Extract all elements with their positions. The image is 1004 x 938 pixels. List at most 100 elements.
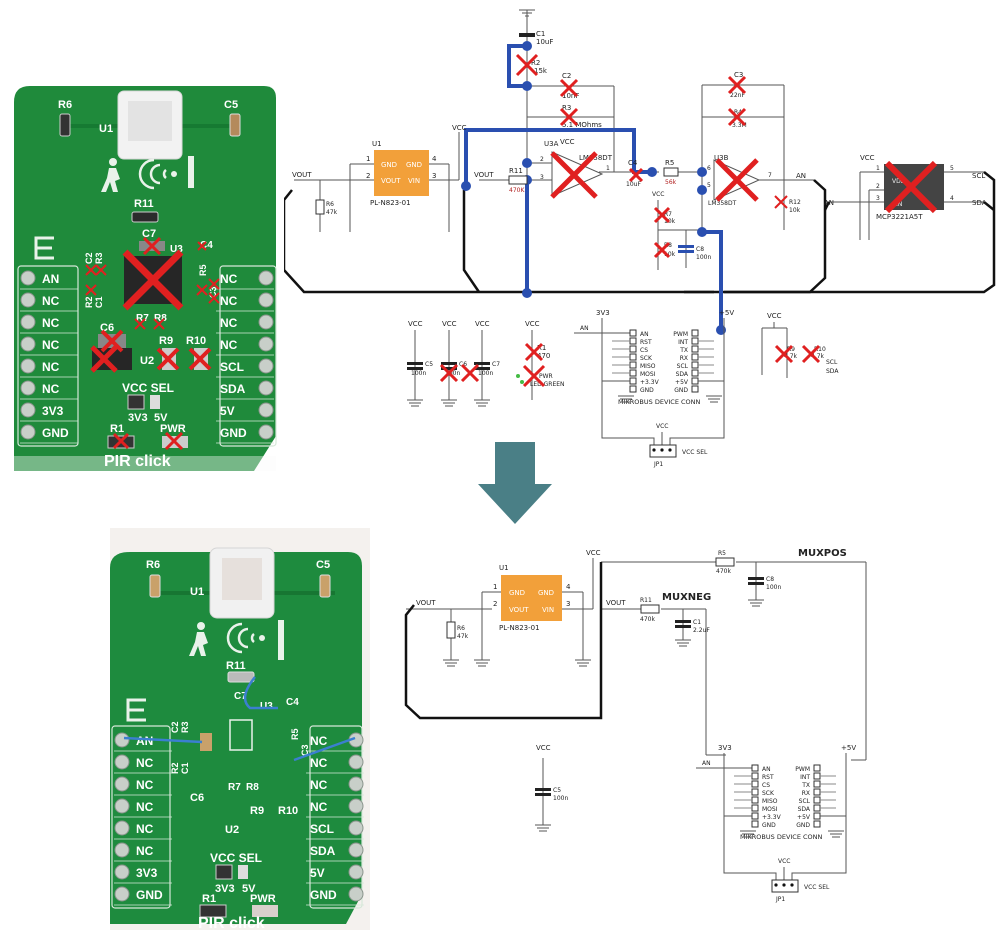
u1-ref: U1 bbox=[499, 564, 509, 572]
mikrobus-pin-label: TX bbox=[801, 782, 810, 789]
removed-x-icon bbox=[774, 195, 788, 209]
label-c1: C1 bbox=[180, 762, 190, 774]
transition-arrow bbox=[478, 442, 552, 524]
removed-x-icon bbox=[460, 363, 480, 383]
pin-pad[interactable] bbox=[258, 358, 274, 374]
net-vout-2: VOUT bbox=[474, 171, 494, 179]
pin-pad[interactable] bbox=[114, 820, 130, 836]
mikrobus-pin-right: SCL bbox=[677, 361, 714, 370]
pin-pad[interactable] bbox=[20, 336, 36, 352]
label-vcc-sel: VCC SEL bbox=[122, 381, 174, 395]
pin-row: NC bbox=[20, 292, 78, 312]
pin-label: NC bbox=[42, 316, 60, 330]
pin-pad[interactable] bbox=[258, 270, 274, 286]
mikrobus-pin-right: RX bbox=[680, 353, 714, 362]
c3-value: 22nF bbox=[730, 92, 745, 99]
pin-pad[interactable] bbox=[114, 776, 130, 792]
pin-row: 5V bbox=[216, 402, 274, 422]
label-r8: R8 bbox=[154, 313, 167, 324]
rework-wires bbox=[123, 676, 356, 762]
net-3v3: 3V3 bbox=[718, 744, 732, 752]
r1-ref: R1 bbox=[537, 344, 546, 352]
label-r8: R8 bbox=[246, 782, 259, 793]
pin-row: NC bbox=[114, 842, 172, 862]
pin-pad[interactable] bbox=[114, 798, 130, 814]
vcc-sel-pad bbox=[150, 395, 160, 409]
before-board-graphic: R6 U1 C5 R11 C7 U3 C4 C2 R3 R2 C1 R5 C3 … bbox=[14, 86, 277, 471]
adc-label-vdd: VDD bbox=[892, 178, 906, 185]
r1-value: 470 bbox=[537, 352, 550, 360]
pin-label: NC bbox=[310, 756, 328, 770]
pin-pad[interactable] bbox=[258, 380, 274, 396]
jumper-vcc: VCC bbox=[656, 423, 668, 430]
pin-pad[interactable] bbox=[20, 292, 36, 308]
net-vout-1: VOUT bbox=[292, 171, 312, 179]
pin-label: GND bbox=[220, 426, 247, 440]
pin-pad[interactable] bbox=[20, 380, 36, 396]
mikrobus-pin-label: +3.3V bbox=[640, 379, 660, 386]
net-an: AN bbox=[580, 325, 589, 332]
net-3v3: 3V3 bbox=[596, 309, 610, 317]
c8-symbol-plate bbox=[748, 582, 764, 585]
pin-pad[interactable] bbox=[20, 402, 36, 418]
pin-pad[interactable] bbox=[114, 886, 130, 902]
net-vcc: VCC bbox=[586, 549, 601, 557]
c8-ref: C8 bbox=[696, 246, 704, 253]
label-c3: C3 bbox=[300, 744, 310, 756]
pir-sensor-symbol bbox=[501, 575, 562, 621]
label-c6: C6 bbox=[190, 792, 204, 804]
pin-pad[interactable] bbox=[114, 732, 130, 748]
rework-wire-nc bbox=[293, 736, 356, 762]
removed-x-icon bbox=[188, 347, 212, 371]
pin-pad[interactable] bbox=[258, 424, 274, 440]
pin-pad[interactable] bbox=[20, 358, 36, 374]
pin-pad[interactable] bbox=[20, 314, 36, 330]
pin-pad[interactable] bbox=[348, 864, 364, 880]
c5-part bbox=[319, 574, 331, 598]
mikrobus-pin-label: SCK bbox=[762, 790, 775, 797]
pin-pad[interactable] bbox=[348, 798, 364, 814]
r9-ref: R9 bbox=[787, 346, 795, 353]
c2-value: 10nF bbox=[562, 92, 579, 100]
pin-pad[interactable] bbox=[348, 820, 364, 836]
pin-pad[interactable] bbox=[258, 402, 274, 418]
pin-label: NC bbox=[42, 382, 60, 396]
pin-label: SDA bbox=[220, 382, 246, 396]
pin-row: NC bbox=[306, 798, 364, 818]
removed-x-icon bbox=[122, 249, 184, 311]
pin-pad[interactable] bbox=[114, 842, 130, 858]
pin-pad[interactable] bbox=[20, 424, 36, 440]
pin-pad[interactable] bbox=[348, 842, 364, 858]
label-r7: R7 bbox=[136, 313, 149, 324]
pin-label: AN bbox=[136, 734, 153, 748]
mikrobus-connector: 3V3+5VANANRSTCSSCKMISOMOSI+3.3VGNDPWMINT… bbox=[696, 744, 856, 903]
pin-pad[interactable] bbox=[114, 754, 130, 770]
pin-label: SCL bbox=[220, 360, 244, 374]
pin-label: SDA bbox=[310, 844, 336, 858]
mikrobus-pin-label: GND bbox=[674, 387, 688, 394]
pin-pad[interactable] bbox=[258, 336, 274, 352]
pin-pad[interactable] bbox=[258, 292, 274, 308]
vcc-sel-jumper[interactable] bbox=[127, 394, 145, 410]
removed-x-icon bbox=[727, 75, 747, 95]
pin-pad[interactable] bbox=[258, 314, 274, 330]
pin-row: 3V3 bbox=[114, 864, 172, 884]
pin-row: NC bbox=[20, 336, 78, 356]
mikrobus-pin-left: CS bbox=[612, 345, 648, 354]
pin-pad[interactable] bbox=[348, 754, 364, 770]
pin-pad[interactable] bbox=[348, 886, 364, 902]
pin-pad[interactable] bbox=[114, 864, 130, 880]
mikrobus-pin-label: SCL bbox=[799, 798, 811, 805]
removed-x-icon bbox=[884, 160, 938, 214]
u1-pin1-name: GND bbox=[381, 161, 397, 169]
mikrobus-pin-label: +3.3V bbox=[762, 814, 782, 821]
pin-pad[interactable] bbox=[20, 270, 36, 286]
u1-pin4-name: GND bbox=[538, 589, 554, 597]
pin-pad[interactable] bbox=[348, 776, 364, 792]
mikrobus-pin-label: MOSI bbox=[762, 806, 778, 813]
junction-dot bbox=[697, 167, 707, 177]
label-5v-option: 5V bbox=[154, 412, 168, 424]
label-r10: R10 bbox=[186, 335, 206, 347]
vcc-sel-jumper[interactable] bbox=[215, 864, 233, 880]
